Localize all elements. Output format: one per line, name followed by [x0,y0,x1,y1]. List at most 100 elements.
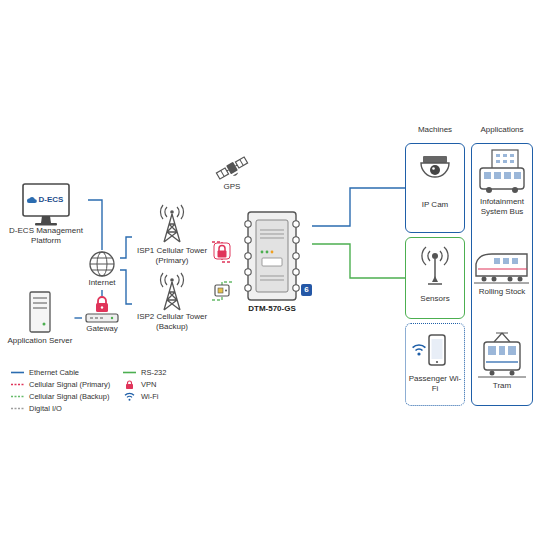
router-device-icon [245,285,251,291]
router-device-icon [293,285,299,291]
legend-label: Digital I/O [29,404,62,413]
server-icon [43,323,46,326]
ethernet-cable [101,290,102,296]
satellite-icon [221,159,244,176]
legend-swatch [129,399,131,401]
train-icon [474,283,529,284]
modem-icon [225,290,227,292]
monitor-icon [27,197,37,203]
gateway-icon [96,303,108,312]
legend-swatch [11,408,24,410]
vpn-lock-icon [219,246,225,252]
ip-camera-icon [423,156,447,163]
node-label: ISP2 Cellular Tower (Backup) [134,312,210,332]
legend-swatch [128,381,132,385]
legend-swatch [11,396,24,398]
router-device-icon [266,251,269,254]
bus-icon [480,150,524,193]
bus-icon [512,187,518,193]
vpn-lock-icon [214,243,230,259]
cell-tower-icon [160,205,183,242]
cell-tower-icon [164,214,180,242]
node-label: Sensors [408,294,462,304]
train-icon [476,254,527,276]
train-icon [482,277,487,282]
node-label: ISP1 Cellular Tower (Primary) [134,246,210,266]
server-icon [33,298,47,308]
application-panel-border [471,143,533,406]
column-heading: Machines [405,125,465,135]
node-label: Rolling Stock [473,287,531,297]
node-label: Tram [473,381,531,391]
application-server: Application Server [6,290,75,348]
train-icon [494,258,518,264]
tram-icon [488,346,516,355]
legend-label: VPN [141,380,156,389]
machine-box: Sensors [405,237,465,319]
gateway-icon [98,297,106,304]
node-label: Internet [86,278,118,288]
machine-box: IP Cam [405,143,465,233]
train-icon [474,254,529,283]
modem-icon [215,285,229,296]
legend-swatch [123,372,136,374]
satellite-icon [216,156,250,184]
monitor-icon [41,216,51,223]
ip-camera-icon [430,165,440,175]
vpn-lock-icon [214,243,230,259]
modem-icon [215,285,229,296]
tram-icon [490,371,495,376]
router-device-icon [256,220,288,292]
gateway: Gateway [82,296,122,336]
cell-tower-icon [164,282,180,310]
train-icon [508,277,513,282]
node-label: GPS [219,182,245,192]
machine-box: Passenger Wi-Fi [405,323,465,406]
tram-icon [494,333,510,342]
legend-item: Wi-Fi [122,392,159,401]
cellular-primary-link [212,242,232,262]
ethernet-cable [88,200,102,250]
cell-tower-icon [160,205,183,219]
train-icon [492,277,497,282]
legend-swatch [10,368,26,377]
cell-tower-icon [170,278,174,282]
phone-wifi-icon [432,339,443,359]
bus-icon [484,172,521,179]
router-device-icon [260,230,284,280]
legend-item: Cellular Signal (Backup) [10,392,109,401]
router-device-icon [293,237,299,243]
node-label: Application Server [8,336,73,346]
legend-swatch [10,392,26,401]
application-item: Infotainment System Bus [471,147,533,235]
node-label: Gateway [84,324,120,334]
vpn-lock-icon [218,251,227,258]
gps-satellite: GPS [217,156,247,194]
phone-wifi-icon [413,335,445,365]
tram-icon [486,361,518,362]
rs232-cable [312,244,405,278]
legend-item: Ethernet Cable [10,368,79,377]
cellular-backup-link [212,282,232,300]
group-heading: Applications [473,125,531,135]
internet-globe: Internet [84,250,120,290]
sensor-icon [432,253,438,259]
legend-item: RS-232 [122,368,166,377]
node-label: Passenger Wi-Fi [408,374,462,394]
globe-icon [90,258,114,270]
legend-swatch [122,380,138,389]
tram-icon [478,333,526,377]
node-label: D-ECS Management Platform [6,226,86,246]
phone-wifi-icon [436,361,438,363]
legend-swatch [122,368,138,377]
phone-wifi-icon [417,352,420,355]
legend-swatch [11,372,24,374]
legend-swatch [10,404,26,413]
router-device-icon [293,253,299,259]
ip-camera-icon [432,167,435,170]
node-label: Infotainment System Bus [473,197,531,217]
bus-icon [480,168,524,189]
legend-label: RS-232 [141,368,166,377]
